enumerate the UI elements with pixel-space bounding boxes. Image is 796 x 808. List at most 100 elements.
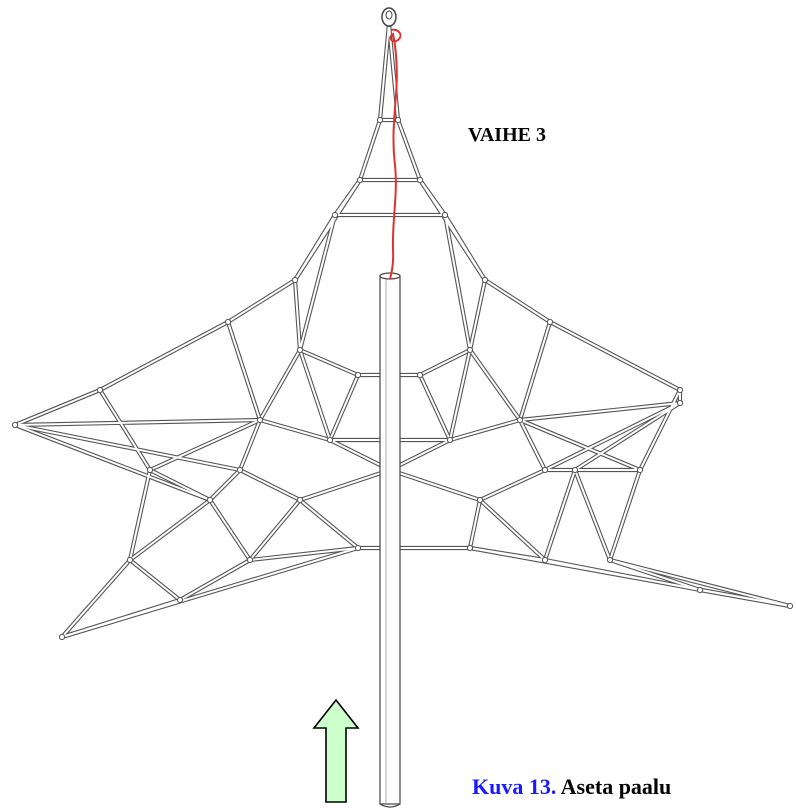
net-knot — [256, 416, 264, 424]
net-knot — [441, 211, 449, 219]
net-knot — [606, 556, 614, 564]
net-rope-segment — [519, 419, 641, 471]
net-knot — [446, 436, 454, 444]
net-rope-segment — [227, 279, 296, 323]
rope-net-knots — [11, 20, 794, 641]
net-rope-segment — [397, 119, 421, 181]
net-rope-segment — [299, 349, 331, 441]
net-rope-segment — [129, 559, 181, 601]
net-rope-segment — [299, 469, 391, 501]
net-rope-segment — [259, 349, 301, 421]
net-knot — [571, 466, 579, 474]
net-knot — [376, 116, 384, 124]
net-knot — [476, 496, 484, 504]
net-rope-segment — [479, 469, 546, 501]
red-lifting-rope — [389, 28, 402, 280]
net-rope-segment — [469, 547, 546, 561]
net-rope-segment — [419, 349, 471, 376]
net-knot — [126, 556, 134, 564]
net-knot — [546, 318, 554, 326]
net-rope-segment — [444, 214, 471, 351]
net-knot — [296, 346, 304, 354]
figure-caption: Kuva 13. Aseta paalu — [472, 774, 671, 800]
net-knot — [354, 544, 362, 552]
net-rope-segment — [449, 349, 471, 441]
net-knot — [676, 386, 684, 394]
top-ring — [381, 7, 397, 27]
net-rope-segment — [179, 559, 251, 601]
net-rope-segment — [249, 547, 359, 561]
net-knot — [416, 371, 424, 379]
net-rope-segment — [299, 349, 359, 376]
net-rope-segment — [479, 499, 546, 561]
net-rope-segment — [609, 469, 641, 561]
net-rope-segment — [469, 279, 486, 351]
net-knot — [296, 496, 304, 504]
net-rope-segment — [469, 499, 481, 549]
net-rope-segment — [99, 321, 229, 391]
net-knot — [224, 318, 232, 326]
net-knot — [541, 556, 549, 564]
net-rope-segment — [359, 119, 381, 181]
net-rope-segment — [549, 321, 681, 391]
net-rope-segment — [329, 374, 359, 441]
net-rope-segment — [14, 419, 261, 426]
net-knot — [466, 544, 474, 552]
net-knot — [96, 386, 104, 394]
net-rope-segment — [149, 469, 211, 501]
net-knot — [416, 176, 424, 184]
net-rope-segment — [544, 559, 701, 591]
net-rope-segment — [14, 389, 101, 426]
net-knot — [176, 596, 184, 604]
net-rope-segment — [609, 559, 701, 591]
net-rope-segment — [484, 279, 551, 323]
net-rope-segment — [469, 349, 521, 421]
net-knot — [394, 116, 402, 124]
net-rope-segment — [129, 469, 151, 561]
net-rope-segment — [574, 402, 681, 471]
rope-net-outline — [12, 21, 793, 640]
net-knot — [516, 416, 524, 424]
net-rope-segment — [519, 321, 551, 421]
net-rope-segment — [294, 179, 361, 281]
net-rope-segment — [239, 469, 301, 501]
net-rope-segment — [379, 23, 390, 121]
net-rope-segment — [299, 214, 336, 351]
net-knot — [291, 276, 299, 284]
net-rope-segment — [449, 419, 521, 441]
net-knot — [636, 466, 644, 474]
step-label: VAIHE 3 — [468, 124, 546, 146]
net-knot — [356, 176, 364, 184]
net-rope-segment — [699, 589, 791, 607]
net-knot — [236, 466, 244, 474]
net-knot — [326, 436, 334, 444]
net-rope-segment — [239, 419, 261, 471]
net-rope-segment — [14, 424, 211, 501]
net-knot — [146, 466, 154, 474]
caption-text: Aseta paalu — [560, 774, 672, 799]
net-rope-segment — [519, 402, 681, 421]
net-rope-segment — [609, 559, 791, 607]
net-knot — [466, 346, 474, 354]
net-rope-segment — [544, 402, 681, 471]
net-rope-segment — [209, 469, 241, 501]
net-rope-segment — [299, 499, 359, 549]
net-knot — [676, 399, 684, 407]
net-rope-segment — [61, 559, 131, 638]
up-arrow-icon — [312, 698, 360, 803]
net-knot — [786, 602, 794, 610]
net-rope-segment — [61, 599, 181, 638]
net-knot — [481, 276, 489, 284]
net-rope-segment — [227, 321, 261, 421]
net-rope-segment — [544, 469, 576, 561]
net-rope-segment — [259, 419, 331, 441]
net-rope-segment — [294, 279, 301, 351]
net-knot — [354, 371, 362, 379]
net-knot — [696, 586, 704, 594]
net-knot — [206, 496, 214, 504]
net-knot — [541, 466, 549, 474]
net-rope-segment — [419, 374, 451, 441]
net-rope-segment — [574, 469, 611, 561]
center-pole — [379, 272, 401, 808]
